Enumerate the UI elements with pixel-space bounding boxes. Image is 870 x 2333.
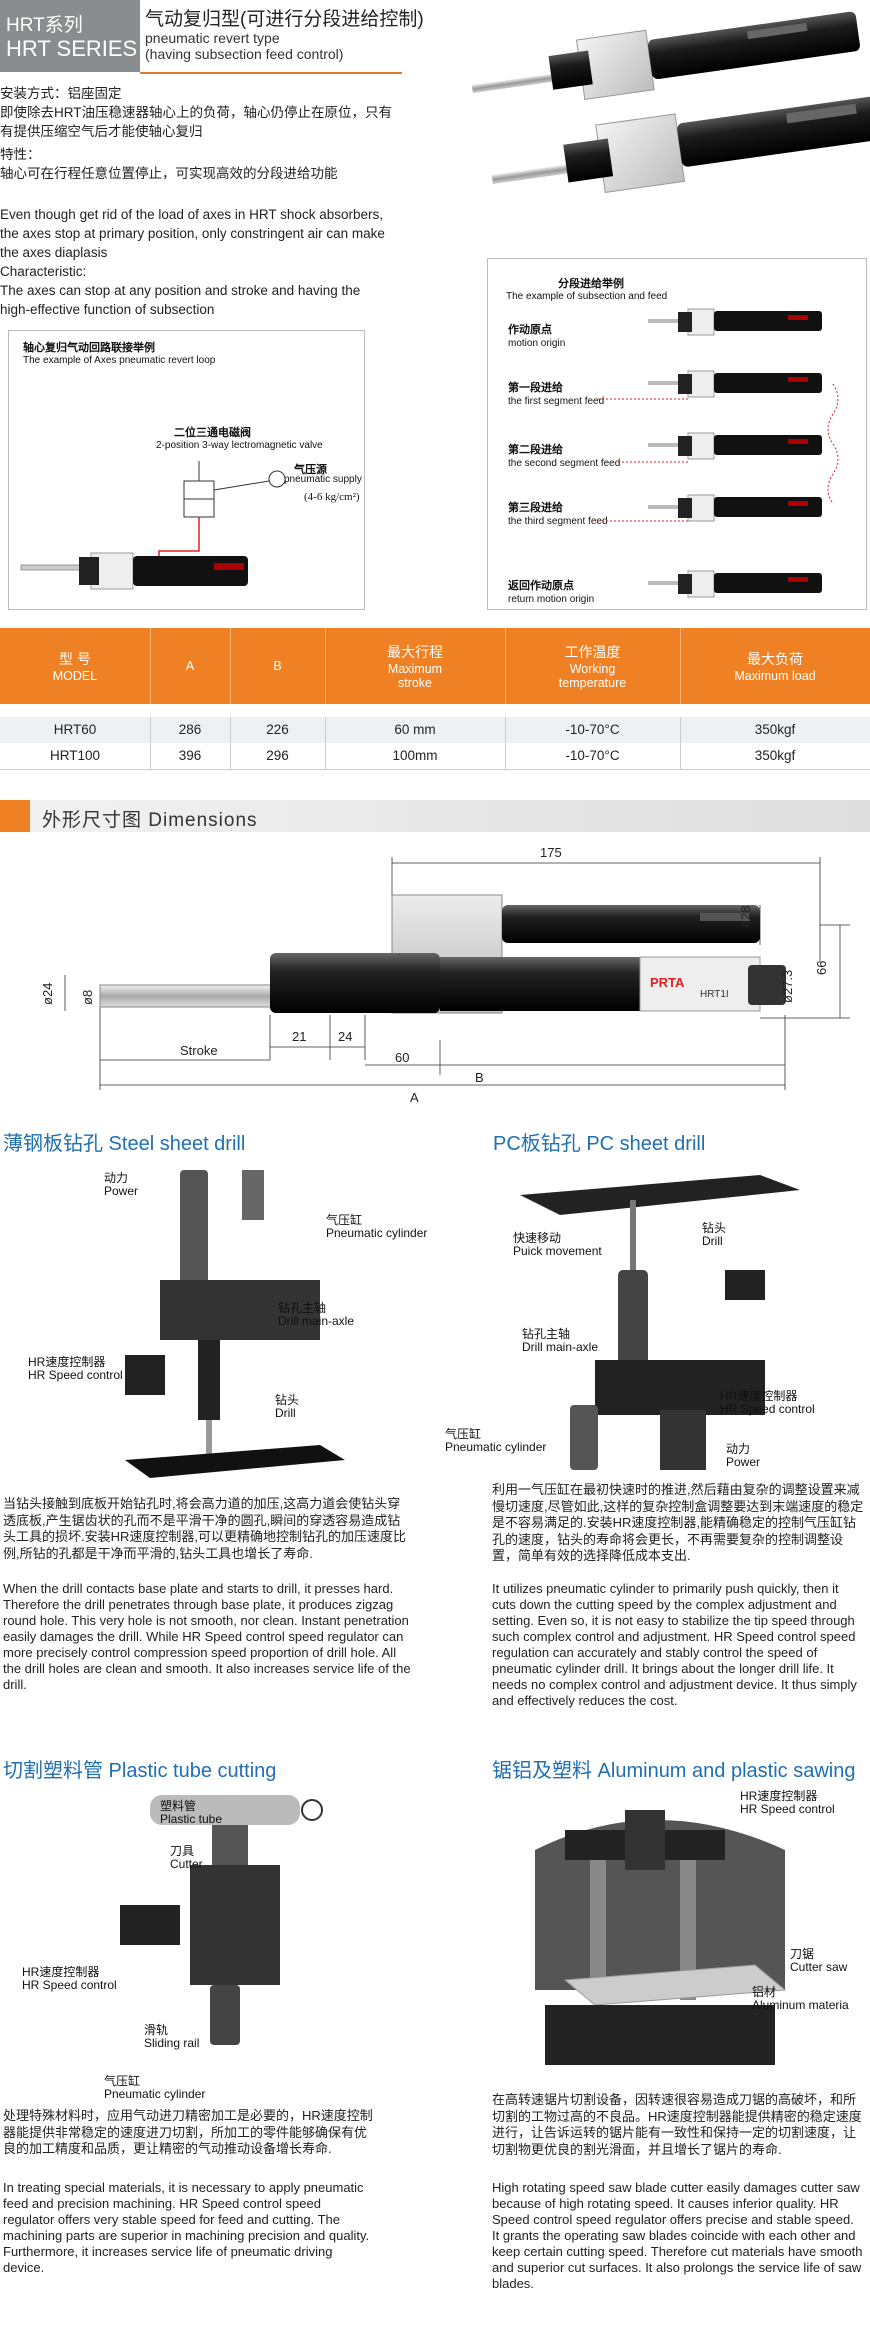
series-zh: HRT系列: [6, 15, 83, 36]
steel-text-zh: 当钻头接触到底板开始钻孔时,将会高力道的加压,这高力道会使钻头穿透底板,产生锯齿…: [3, 1496, 407, 1561]
pc-drill-illustration: [520, 1175, 800, 1470]
svg-text:B: B: [475, 1070, 484, 1085]
dimensions-title: 外形尺寸图 Dimensions: [42, 810, 258, 831]
dimension-drawing: PRTA HRT1I 175 ø28 66 ø24 ø8 ø27.3 21 24…: [40, 845, 850, 1105]
feed-diagram: [598, 308, 839, 598]
th-b: B: [230, 628, 326, 704]
dimensions-bar: [0, 800, 870, 832]
series-en: HRT SERIES: [6, 36, 138, 61]
saw-text-zh: 在高转速锯片切割设备，因转速很容易造成刀锯的高破坏，和所切割的工物过高的不良品。…: [492, 2092, 862, 2157]
intro-zh-block: 安装方式：铝座固定 即使除去HRT油压稳速器轴心上的负荷，轴心仍停止在原位，只有…: [0, 86, 393, 181]
steel-title: 薄钢板钻孔 Steel sheet drill: [3, 1133, 246, 1155]
svg-text:66: 66: [814, 961, 829, 975]
loop-diagram: [20, 461, 286, 590]
tube-text-en: In treating special materials, it is nec…: [3, 2180, 370, 2275]
tube-title: 切割塑料管 Plastic tube cutting: [3, 1760, 277, 1782]
svg-text:Stroke: Stroke: [180, 1043, 218, 1058]
pc-text-zh: 利用一气压缸在最初快速时的推进,然后藉由复杂的调整设置来减慢切速度,尽管如此,这…: [492, 1482, 864, 1563]
steel-text-en: When the drill contacts base plate and s…: [3, 1581, 411, 1692]
svg-text:ø28: ø28: [738, 906, 753, 928]
tube-text-zh: 处理特殊材料时，应用气动进刀精密加工是必要的，HR速度控制器能提供非常稳定的速度…: [3, 2108, 373, 2156]
pneumatic-loop-box: 轴心复归气动回路联接举例 The example of Axes pneumat…: [8, 330, 365, 610]
table-row: HRT100 396 296 100mm -10-70°C 350kgf: [0, 743, 870, 770]
page-title: 气动复归型(可进行分段进给控制): [145, 9, 424, 30]
section-marker: [0, 800, 30, 832]
sawing-illustration: [535, 1810, 787, 2065]
svg-text:HRT1I: HRT1I: [700, 989, 729, 1000]
saw-text-en: High rotating speed saw blade cutter eas…: [492, 2180, 863, 2291]
feed-example-box: 分段进给举例 The example of subsection and fee…: [487, 258, 867, 610]
steel-drill-illustration: [125, 1170, 345, 1478]
svg-text:PRTA: PRTA: [650, 975, 685, 990]
svg-text:ø24: ø24: [40, 983, 55, 1005]
pc-text-en: It utilizes pneumatic cylinder to primar…: [492, 1581, 857, 1708]
th-a: A: [150, 628, 231, 704]
page-subtitle: pneumatic revert type (having subsection…: [145, 30, 344, 62]
intro-en-block: Even though get rid of the load of axes …: [0, 207, 385, 317]
svg-text:21: 21: [292, 1029, 306, 1044]
title-underline: [140, 72, 402, 74]
svg-text:A: A: [410, 1090, 419, 1105]
svg-text:ø8: ø8: [80, 990, 95, 1005]
series-badge: HRT系列 HRT SERIES: [0, 0, 140, 72]
svg-text:24: 24: [338, 1029, 352, 1044]
product-photo: [471, 11, 870, 193]
saw-title: 锯铝及塑料 Aluminum and plastic sawing: [492, 1760, 856, 1782]
table-row: HRT60 286 226 60 mm -10-70°C 350kgf: [0, 717, 870, 743]
pc-title: PC板钻孔 PC sheet drill: [493, 1133, 706, 1155]
svg-text:ø27.3: ø27.3: [780, 970, 795, 1003]
svg-text:175: 175: [540, 845, 562, 860]
svg-text:60: 60: [395, 1050, 409, 1065]
tube-cutting-illustration: [120, 1795, 323, 2045]
